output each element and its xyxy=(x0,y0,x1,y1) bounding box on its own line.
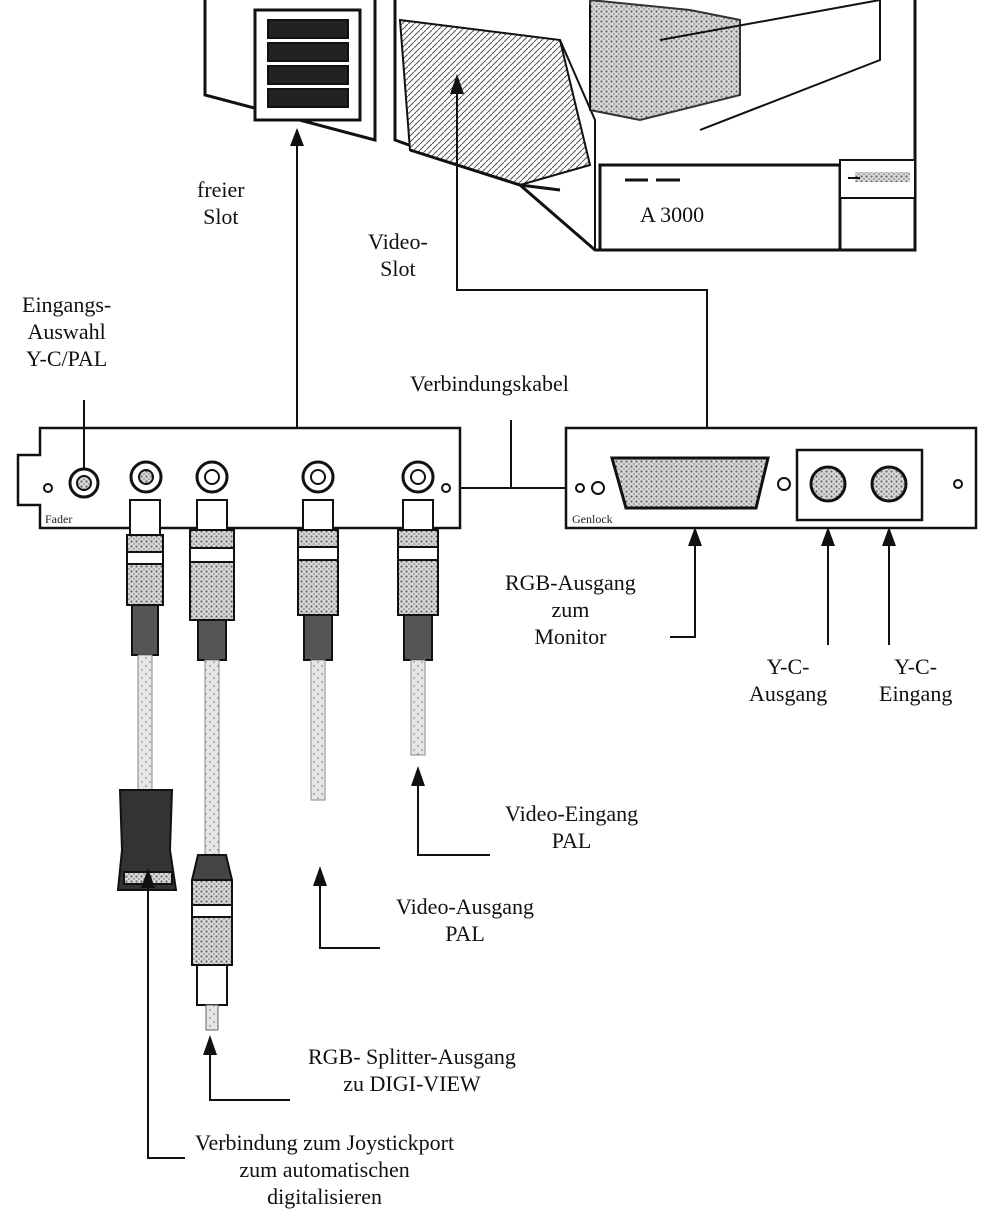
label-video-slot: Video- Slot xyxy=(368,229,428,281)
genlock-panel-label: Genlock xyxy=(572,512,613,526)
label-input-select: Eingangs- Auswahl Y-C/PAL xyxy=(22,292,112,371)
label-connection-cable: Verbindungskabel xyxy=(410,371,569,396)
label-rgb-splitter: RGB- Splitter-Ausgang zu DIGI-VIEW xyxy=(308,1044,516,1096)
model-panel xyxy=(598,163,842,252)
label-yc-in: Y-C- Eingang xyxy=(879,654,953,706)
label-free-slot: freier Slot xyxy=(197,177,245,229)
slot-leader-lines xyxy=(296,82,708,428)
label-joystick: Verbindung zum Joystickport zum automati… xyxy=(195,1130,455,1209)
yc-out-socket xyxy=(809,465,847,503)
pointer-lines xyxy=(147,770,490,1159)
video-slot-arrow xyxy=(450,74,464,94)
video-slot-board xyxy=(398,18,592,187)
joystick-arrow xyxy=(141,868,155,888)
label-yc-out: Y-C- Ausgang xyxy=(749,654,828,706)
model-label: A 3000 xyxy=(640,202,704,227)
yc-in-socket xyxy=(870,465,908,503)
fader-card-parts xyxy=(43,400,451,499)
fader-panel-label: Fader xyxy=(45,512,72,526)
label-video-out: Video-Ausgang PAL xyxy=(396,894,534,946)
genlock-arrows xyxy=(670,530,890,645)
rgb-splitter-arrow xyxy=(203,1035,217,1055)
fader-card xyxy=(16,426,462,530)
plug-cables xyxy=(116,499,439,1031)
label-video-in: Video-Eingang PAL xyxy=(505,801,639,853)
computer-a3000 xyxy=(203,0,917,252)
free-slot-arrow xyxy=(290,128,304,146)
label-rgb-out: RGB-Ausgang zum Monitor xyxy=(505,570,636,649)
video-out-arrow xyxy=(313,866,327,886)
video-in-arrow xyxy=(411,766,425,786)
rgb-dsub-connector xyxy=(610,456,770,510)
connection-cable xyxy=(460,420,568,489)
genlock-card-parts xyxy=(575,448,963,522)
